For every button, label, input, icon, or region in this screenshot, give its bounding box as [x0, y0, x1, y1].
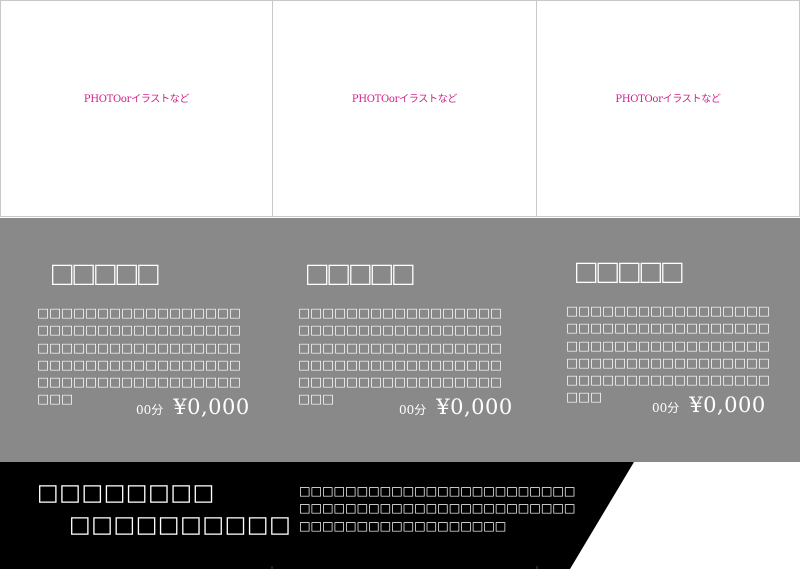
- menu-band: □□□□□ □□□□□□□□□□□□□□□□□□□□□□□□□□□□□□□□□□…: [0, 218, 800, 462]
- photo-row: PHOTOorイラストなど PHOTOorイラストなど PHOTOorイラストな…: [0, 0, 800, 218]
- menu-price-amount: ¥0,000: [173, 395, 250, 419]
- photo-placeholder-1: PHOTOorイラストなど: [0, 0, 273, 217]
- menu-price-amount: ¥0,000: [689, 393, 766, 417]
- photo-placeholder-3: PHOTOorイラストなど: [536, 0, 800, 217]
- menu-duration: 00分: [652, 401, 680, 415]
- menu-description: □□□□□□□□□□□□□□□□□□□□□□□□□□□□□□□□□□□□□□□□…: [37, 305, 241, 407]
- footer-heading-line-1: □□□□□□□□: [37, 480, 215, 506]
- menu-description: □□□□□□□□□□□□□□□□□□□□□□□□□□□□□□□□□□□□□□□□…: [566, 303, 770, 405]
- menu-price: 00分 ¥0,000: [652, 393, 766, 417]
- menu-duration: 00分: [399, 403, 427, 417]
- footer-heading-line-2: □□□□□□□□□□: [69, 512, 292, 538]
- menu-price-amount: ¥0,000: [436, 395, 513, 419]
- menu-title: □□□□□: [307, 254, 415, 294]
- photo-placeholder-2: PHOTOorイラストなど: [272, 0, 537, 217]
- photo-placeholder-label: PHOTOorイラストなど: [615, 94, 721, 105]
- menu-price: 00分 ¥0,000: [136, 395, 250, 419]
- menu-title: □□□□□: [576, 252, 684, 292]
- photo-placeholder-label: PHOTOorイラストなど: [83, 94, 190, 105]
- photo-placeholder-label: PHOTOorイラストなど: [351, 94, 458, 105]
- menu-title: □□□□□: [52, 254, 160, 294]
- menu-description: □□□□□□□□□□□□□□□□□□□□□□□□□□□□□□□□□□□□□□□□…: [298, 305, 502, 407]
- menu-price: 00分 ¥0,000: [399, 395, 513, 419]
- footer-band: □□□□□□□□ □□□□□□□□□□ □□□□□□□□□□□□□□□□□□□□…: [0, 462, 800, 569]
- menu-duration: 00分: [136, 403, 164, 417]
- footer-text: □□□□□□□□□□□□□□□□□□□□□□□□□□□□□□□□□□□□□□□□…: [299, 484, 576, 533]
